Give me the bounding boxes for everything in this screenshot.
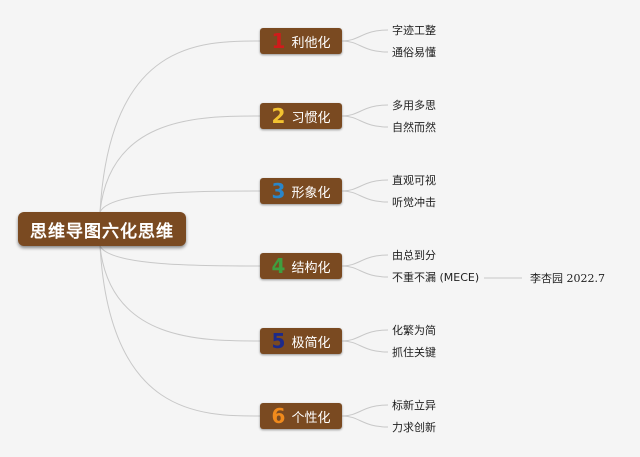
branch-label-1: 利他化 bbox=[291, 35, 331, 51]
branch-number-2: 2 bbox=[271, 104, 286, 128]
branch-label-4: 结构化 bbox=[291, 260, 331, 276]
leaf-6b: 力求创新 bbox=[392, 421, 436, 434]
branch-connector-4 bbox=[99, 245, 261, 267]
branch-connector-1 bbox=[99, 40, 261, 213]
leaf-2b: 自然而然 bbox=[392, 121, 436, 134]
branch-node-3: 3 形象化 bbox=[260, 178, 342, 204]
leaf-6a: 标新立异 bbox=[392, 399, 436, 412]
branch-label-3: 形象化 bbox=[291, 185, 331, 201]
leaf-connector-4b bbox=[341, 265, 389, 278]
leaf-connector-2b bbox=[341, 115, 389, 128]
root-label: 思维导图六化思维 bbox=[30, 221, 174, 242]
leaf-1b: 通俗易懂 bbox=[392, 46, 436, 59]
leaf-connector-2a bbox=[341, 104, 389, 117]
leaf-5b: 抓住关键 bbox=[392, 346, 436, 359]
leaf-1a: 字迹工整 bbox=[392, 24, 436, 37]
leaf-4a: 由总到分 bbox=[392, 249, 436, 262]
branch-label-2: 习惯化 bbox=[291, 110, 331, 126]
leaf-connector-5a bbox=[341, 329, 389, 342]
branch-number-1: 1 bbox=[271, 29, 286, 53]
leaf-connector-4a bbox=[341, 254, 389, 267]
branch-node-1: 1 利他化 bbox=[260, 28, 342, 54]
branch-label-6: 个性化 bbox=[291, 410, 331, 426]
branch-number-3: 3 bbox=[271, 179, 286, 203]
leaf-connector-6b bbox=[341, 415, 389, 428]
leaf-3b: 听觉冲击 bbox=[392, 196, 436, 209]
branch-connector-6 bbox=[99, 245, 261, 417]
leaf-connector-3a bbox=[341, 179, 389, 192]
author-date-note: 李杏园 2022.7 bbox=[530, 272, 605, 285]
branch-connector-3 bbox=[99, 190, 261, 213]
leaf-connector-3b bbox=[341, 190, 389, 203]
branch-label-5: 极简化 bbox=[291, 335, 331, 351]
leaf-3a: 直观可视 bbox=[392, 174, 436, 187]
root-node: 思维导图六化思维 bbox=[18, 212, 186, 246]
leaf-2a: 多用多思 bbox=[392, 99, 436, 112]
branch-connector-5 bbox=[99, 245, 261, 342]
branch-node-4: 4 结构化 bbox=[260, 253, 342, 279]
leaf-4b: 不重不漏 (MECE) bbox=[392, 271, 480, 284]
leaf-5a: 化繁为简 bbox=[392, 324, 436, 337]
branch-number-5: 5 bbox=[271, 329, 286, 353]
branch-number-4: 4 bbox=[271, 254, 286, 278]
branch-node-5: 5 极简化 bbox=[260, 328, 342, 354]
leaf-connector-5b bbox=[341, 340, 389, 353]
leaf-connector-6a bbox=[341, 404, 389, 417]
branch-number-6: 6 bbox=[271, 404, 286, 428]
branch-node-2: 2 习惯化 bbox=[260, 103, 342, 129]
leaf-connector-1b bbox=[341, 40, 389, 53]
branch-node-6: 6 个性化 bbox=[260, 403, 342, 429]
branch-connector-2 bbox=[99, 115, 261, 213]
leaf-connector-1a bbox=[341, 29, 389, 42]
